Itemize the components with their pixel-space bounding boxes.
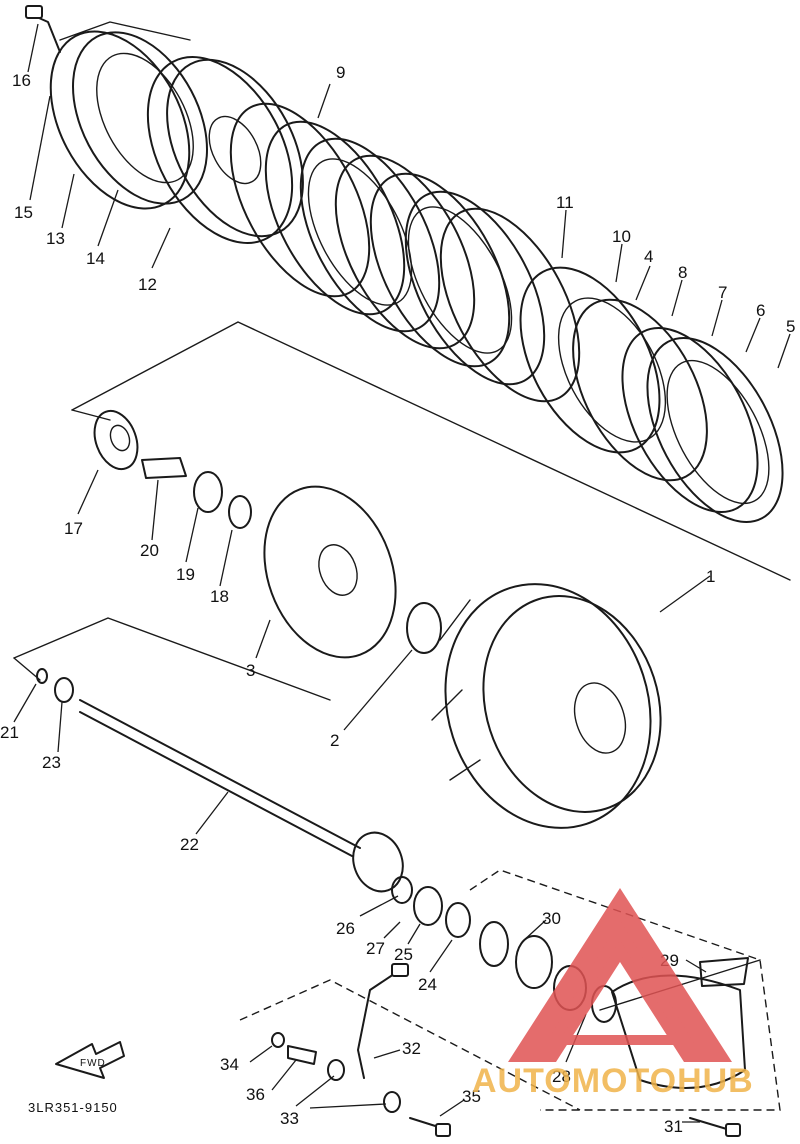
callout-23: 23 xyxy=(42,753,61,772)
callout-30: 30 xyxy=(542,909,561,928)
callout-22: 22 xyxy=(180,835,199,854)
callout-28: 28 xyxy=(552,1067,571,1086)
callout-27: 27 xyxy=(366,939,385,958)
callout-2: 2 xyxy=(330,731,339,750)
callout-21: 21 xyxy=(0,723,19,742)
callout-15: 15 xyxy=(14,203,33,222)
callout-25: 25 xyxy=(394,945,413,964)
callout-3: 3 xyxy=(246,661,255,680)
watermark-logo: AUTOMOTOHUB xyxy=(472,888,754,1100)
fwd-label: FWD xyxy=(80,1058,106,1069)
callout-7: 7 xyxy=(718,283,727,302)
leader-lines xyxy=(13,23,791,1123)
callout-11: 11 xyxy=(556,193,574,212)
watermark-text: AUTOMOTOHUB xyxy=(472,1062,754,1100)
callout-31: 31 xyxy=(664,1117,683,1136)
callout-10: 10 xyxy=(612,227,631,246)
callout-19: 19 xyxy=(176,565,195,584)
clutch-plate-stack xyxy=(25,5,784,523)
callout-4: 4 xyxy=(644,247,653,266)
callout-5: 5 xyxy=(786,317,795,336)
callout-12: 12 xyxy=(138,275,157,294)
callout-8: 8 xyxy=(678,263,687,282)
callout-14: 14 xyxy=(86,249,105,268)
callout-6: 6 xyxy=(756,301,765,320)
callout-33: 33 xyxy=(280,1109,299,1128)
callout-26: 26 xyxy=(336,919,355,938)
push-rod-and-release xyxy=(36,668,749,1137)
hub-and-basket xyxy=(93,409,662,829)
callout-34: 34 xyxy=(220,1055,239,1074)
fwd-arrow-icon: FWD xyxy=(55,1041,125,1079)
callout-32: 32 xyxy=(402,1039,421,1058)
callout-1: 1 xyxy=(706,567,715,586)
callout-35: 35 xyxy=(462,1087,481,1106)
diagram-code: 3LR351-9150 xyxy=(28,1100,118,1115)
callout-16: 16 xyxy=(12,71,31,90)
callout-13: 13 xyxy=(46,229,65,248)
callout-9: 9 xyxy=(336,63,345,82)
callout-20: 20 xyxy=(140,541,159,560)
callout-36: 36 xyxy=(246,1085,265,1104)
callout-24: 24 xyxy=(418,975,437,994)
callout-18: 18 xyxy=(210,587,229,606)
callout-labels: 1 2 3 4 5 6 7 8 9 10 11 12 13 14 15 16 1… xyxy=(0,63,795,1136)
callout-17: 17 xyxy=(64,519,83,538)
